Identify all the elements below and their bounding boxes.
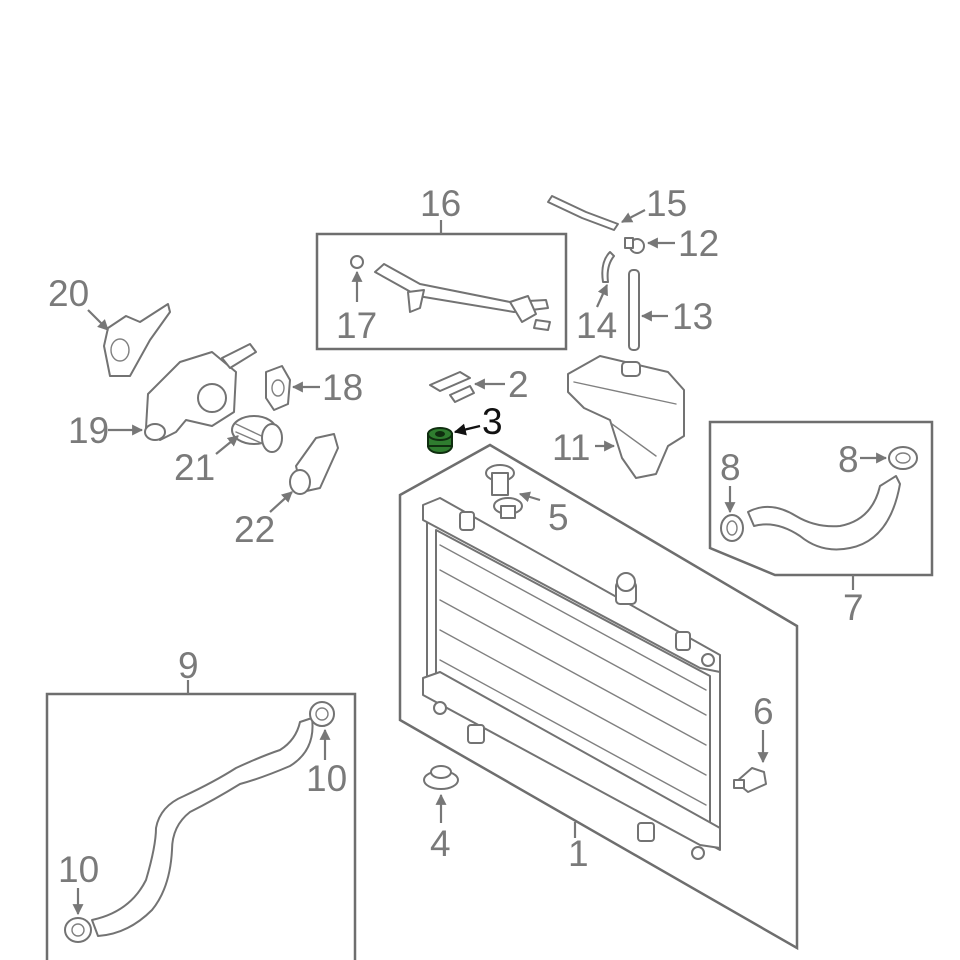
reservoir-part — [567, 355, 685, 479]
radiator-part — [422, 497, 721, 860]
group-box-7 — [708, 420, 934, 577]
drain-plug-part — [733, 767, 767, 793]
callout-13: 13 — [672, 296, 713, 337]
leader-20 — [87, 309, 109, 331]
callout-3: 3 — [482, 401, 503, 442]
insulator-part-highlighted — [427, 427, 453, 454]
gasket-part-18 — [265, 365, 291, 411]
hose-part-15 — [547, 195, 619, 231]
callout-16: 16 — [420, 183, 461, 224]
callout-10a: 10 — [306, 758, 347, 799]
callout-10b: 10 — [58, 849, 99, 890]
radiator-cap-part — [485, 464, 523, 519]
leader-21 — [215, 435, 239, 455]
hose-part-14 — [601, 251, 615, 283]
callout-2: 2 — [508, 364, 529, 405]
grommet-part — [423, 765, 459, 790]
upper-hose-part — [747, 475, 901, 551]
callout-14: 14 — [576, 305, 617, 346]
water-pipe-part — [374, 263, 551, 331]
callout-9: 9 — [178, 645, 199, 686]
gasket-part-20 — [103, 303, 171, 377]
clamp-part-12 — [624, 237, 645, 254]
callout-11: 11 — [552, 427, 590, 468]
callout-5: 5 — [548, 497, 569, 538]
clamp-part-8b — [888, 446, 918, 470]
overflow-pipe-part — [628, 269, 640, 351]
callout-7: 7 — [843, 587, 864, 628]
clamp-part-8a — [720, 514, 744, 542]
leader-3 — [453, 423, 481, 436]
callout-17: 17 — [336, 305, 377, 346]
leader-14 — [595, 283, 609, 308]
leader-15 — [621, 209, 646, 223]
water-housing-part — [144, 343, 257, 441]
leader-5 — [518, 491, 541, 503]
callout-22: 22 — [234, 509, 275, 550]
o-ring-part — [350, 255, 364, 269]
callout-15: 15 — [646, 183, 687, 224]
fitting-part-22 — [289, 433, 339, 495]
callout-21: 21 — [174, 447, 215, 488]
callout-8b: 8 — [838, 439, 859, 480]
callout-19: 19 — [68, 410, 109, 451]
leader-22 — [269, 491, 293, 513]
callout-12: 12 — [678, 223, 719, 264]
thermostat-part — [231, 415, 283, 453]
callout-4: 4 — [430, 823, 451, 864]
callout-1: 1 — [568, 833, 589, 874]
callout-20: 20 — [48, 273, 89, 314]
callout-18: 18 — [322, 367, 363, 408]
clamp-part-10a — [309, 701, 335, 727]
clamp-part-10b — [64, 917, 92, 943]
bracket-part — [429, 371, 475, 403]
callout-8a: 8 — [720, 447, 741, 488]
callout-6: 6 — [753, 691, 774, 732]
